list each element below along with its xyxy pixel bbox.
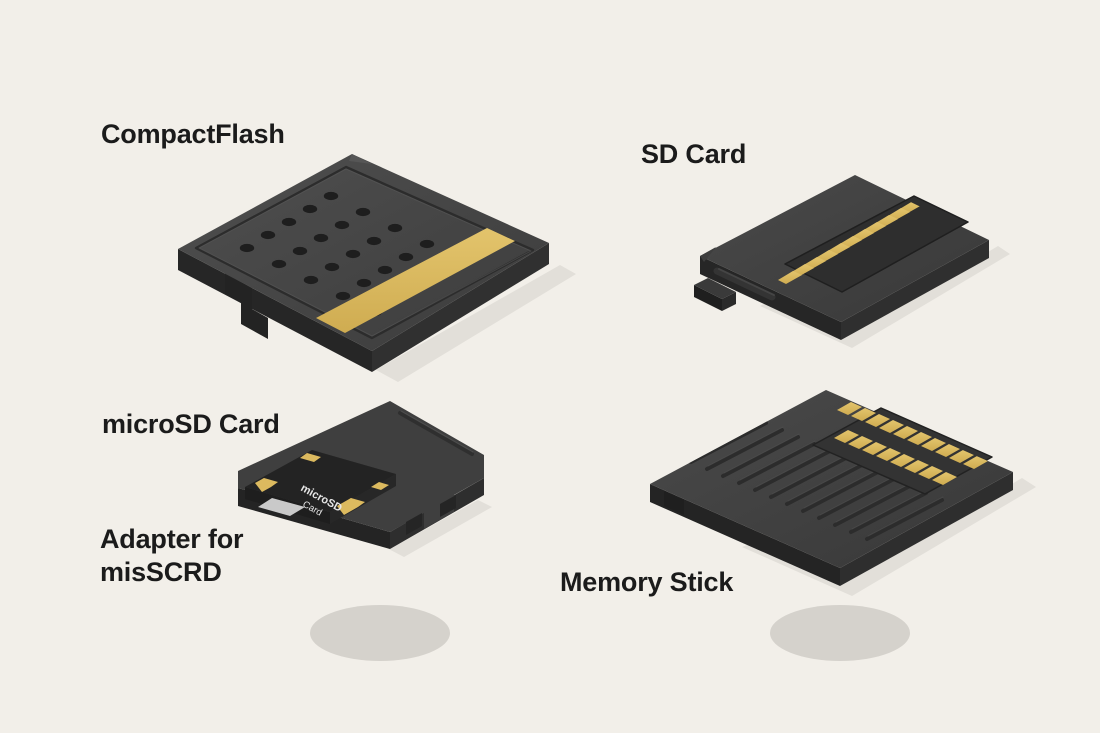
sd-card: [694, 175, 1010, 348]
memory-stick-card: [650, 390, 1036, 596]
sd-card-contact-bay: [784, 195, 969, 293]
compactflash-card: [178, 154, 576, 382]
memory-stick-rib-highlights: [659, 405, 944, 537]
memory-stick-notch: [664, 491, 684, 515]
sd-card-chamfer: [700, 247, 716, 262]
adapter-notch-a: [440, 495, 456, 517]
compactflash-vent-dots: [239, 191, 446, 317]
sd-card-ridge-groove-highlight: [718, 268, 775, 296]
compactflash-side-right: [372, 243, 549, 372]
adapter-notch-b: [406, 513, 422, 535]
ground-shadows: [310, 605, 910, 661]
compactflash-notch: [225, 273, 268, 339]
label-microsd-card: microSD Card: [102, 409, 280, 439]
compactflash-corner-chamfer: [349, 154, 372, 164]
adapter-groove-highlight: [400, 410, 474, 453]
adapter-groove: [398, 411, 474, 456]
memory-stick-side-right: [840, 472, 1013, 586]
microsd-card: microSD Card: [245, 450, 396, 524]
shadow-left: [310, 605, 450, 661]
memory-stick-side-front: [650, 484, 840, 586]
microsd-gold-tabs: [255, 453, 389, 515]
memory-stick-gold-pins-lower: [834, 430, 957, 485]
microsd-card-top-face: [245, 450, 396, 512]
sd-card-write-protect-switch: [694, 278, 736, 311]
compactflash-shadow: [318, 265, 576, 382]
compactflash-gold-stripe: [316, 228, 515, 333]
sd-card-side-right: [841, 240, 989, 340]
sd-card-ridge-groove: [713, 267, 776, 301]
compactflash-top-face: [178, 154, 549, 351]
memory-stick-contact-bay: [812, 407, 993, 495]
microsd-label-strip: [258, 498, 305, 516]
shadow-right: [770, 605, 910, 661]
memory-stick-gold-pins: [837, 402, 988, 469]
label-sd-card: SD Card: [641, 139, 747, 169]
label-memory-stick: Memory Stick: [560, 567, 734, 597]
compactflash-inner-panel-highlight: [198, 168, 532, 337]
microsd-adapter-group: microSD Card: [238, 401, 492, 557]
compactflash-inner-panel: [194, 165, 535, 340]
label-adapter: Adapter for misSCRD: [100, 524, 244, 587]
adapter-shadow: [352, 500, 492, 557]
label-compactflash: CompactFlash: [101, 119, 285, 149]
